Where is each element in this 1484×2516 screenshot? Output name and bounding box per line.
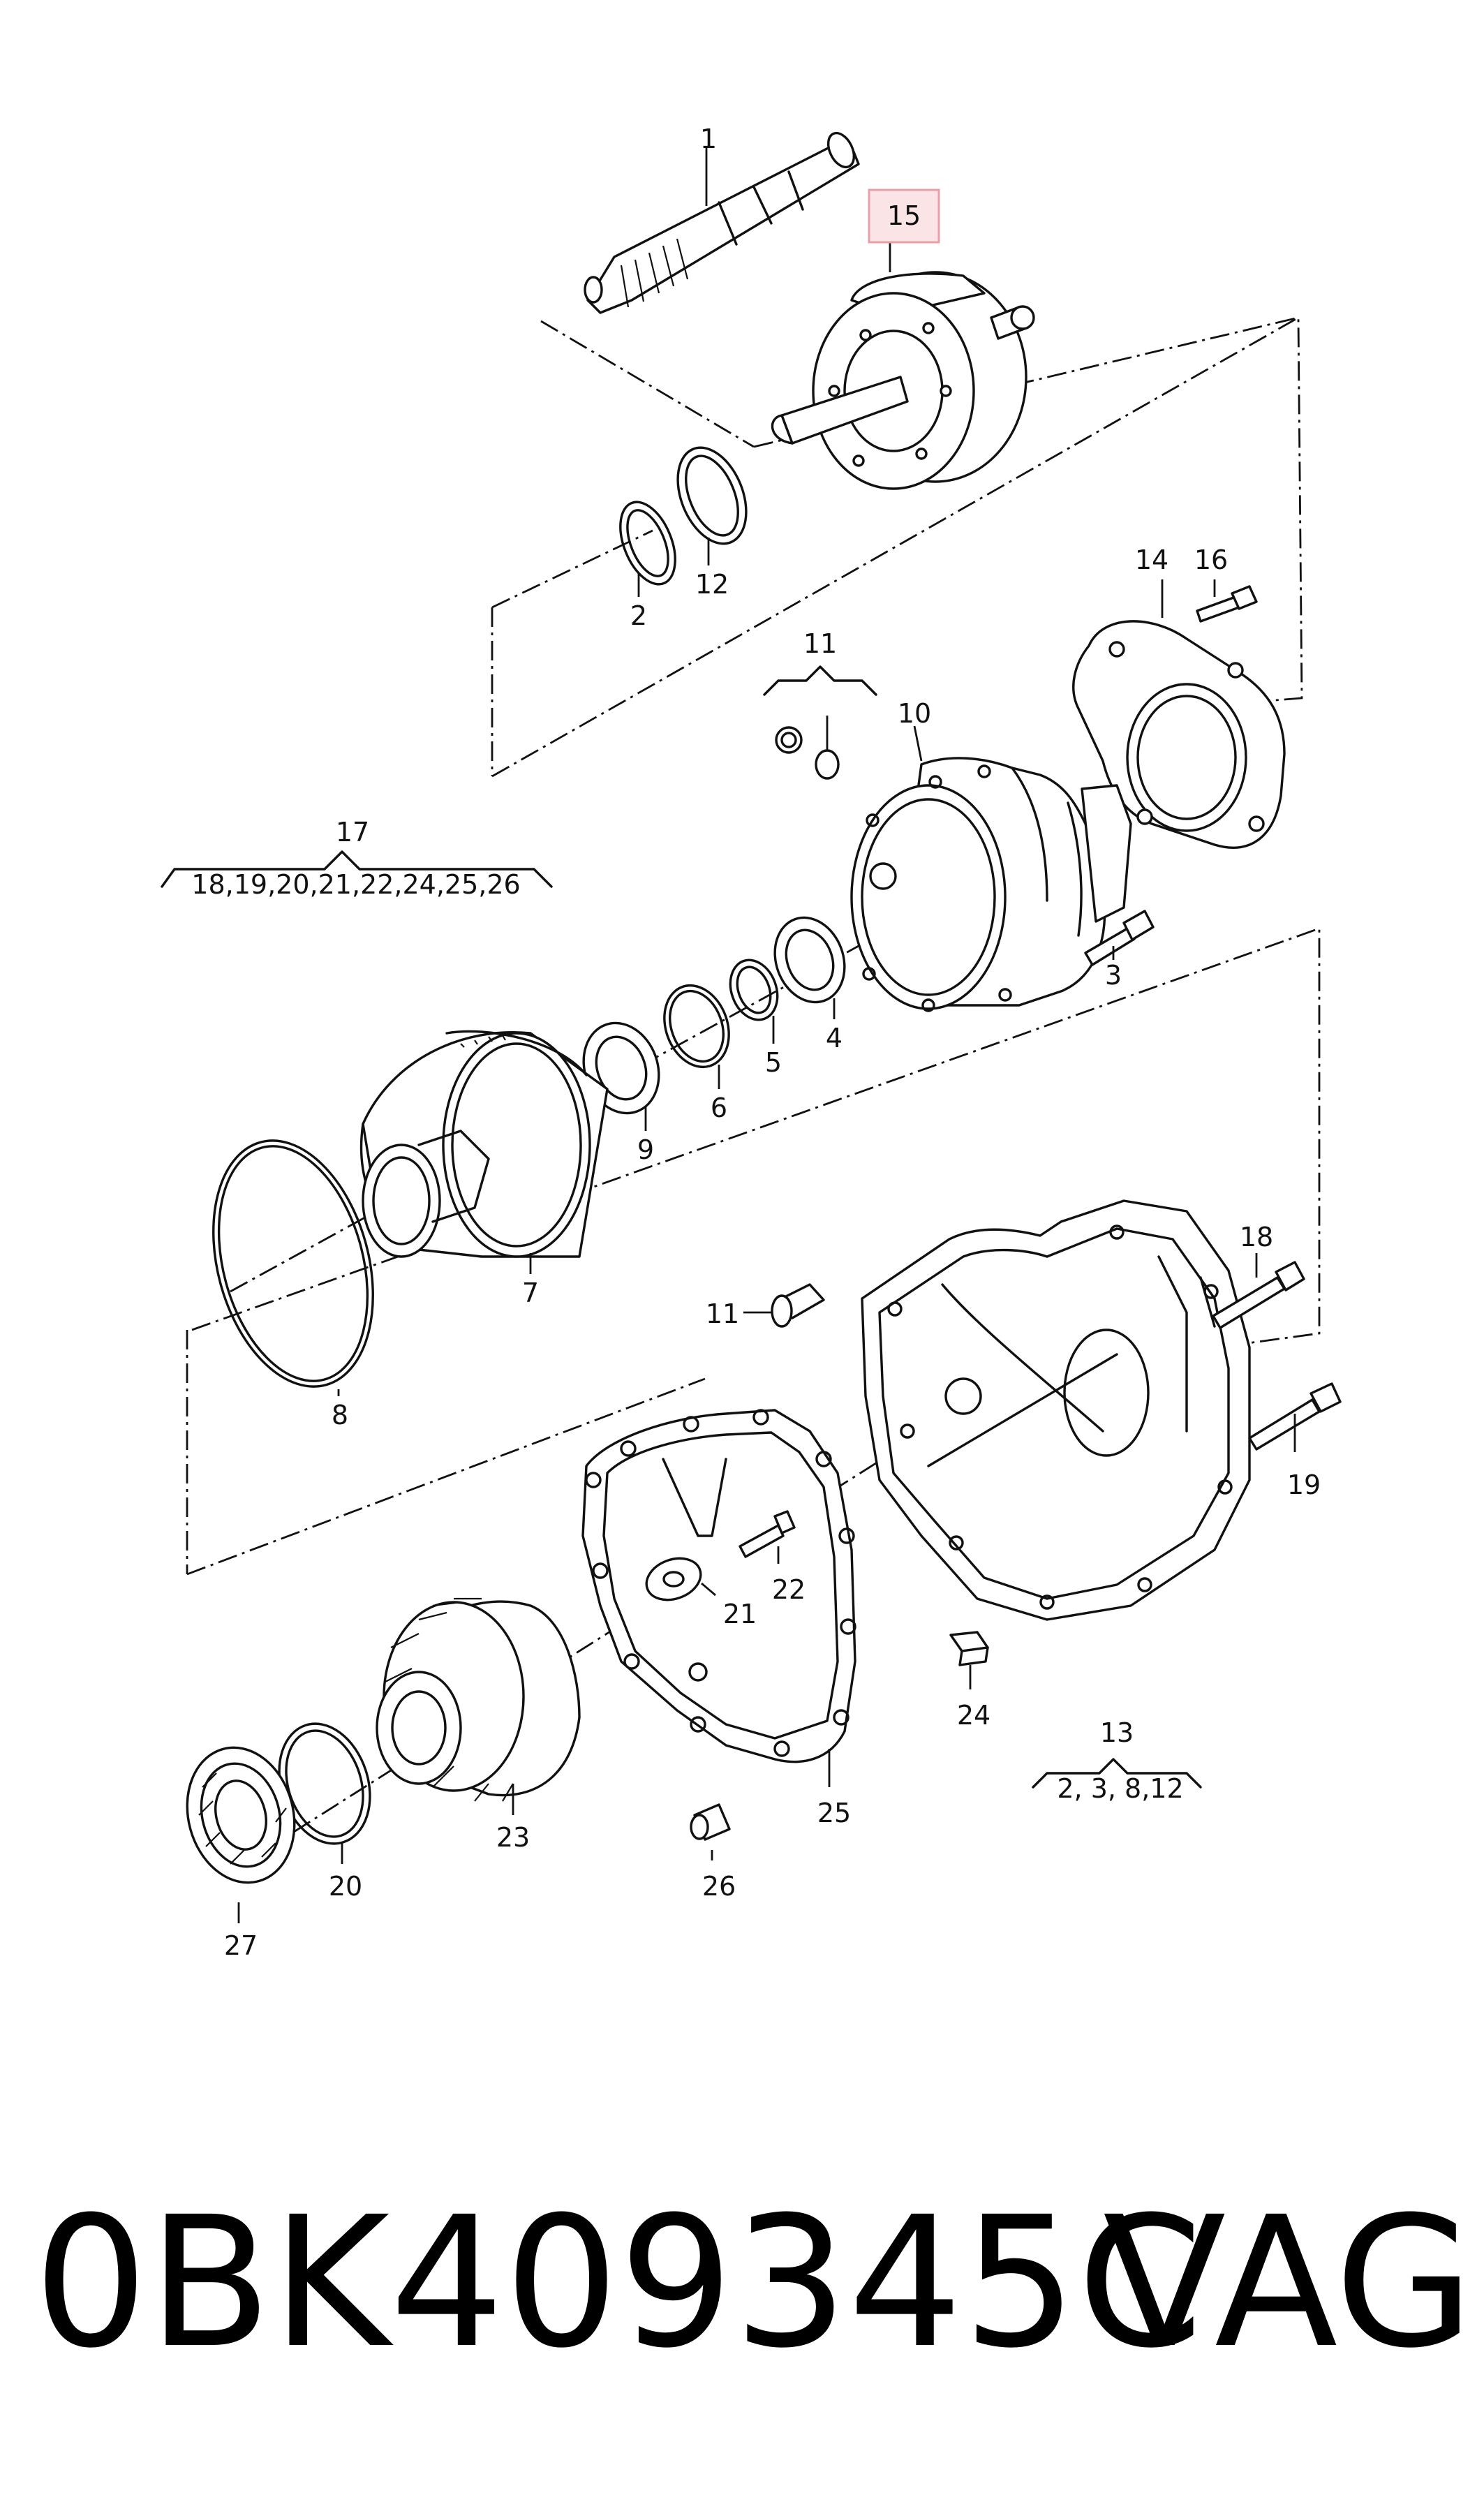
callout-12: 12 [695,569,729,600]
callout-8: 8 [332,1400,348,1430]
transfer-case-body [861,1199,1251,1621]
part-8-o-ring [212,1139,374,1388]
part-5-ring [729,959,779,1021]
callout-17: 17 [336,817,369,848]
callout-2: 2 [630,600,647,631]
part-24-key [949,1631,989,1666]
callout-9: 9 [637,1134,654,1165]
brand-name: VAG [1103,2178,1474,2388]
part-caption: 0BK409345C VAG [0,2171,1484,2395]
callout-26: 26 [702,1871,736,1902]
callout-22: 22 [772,1574,806,1605]
part-6-ring [663,984,730,1069]
part-12-ring [676,446,748,545]
group-bracket-17 [161,850,553,888]
part-23-gear [376,1597,581,1802]
part-10-housing [850,757,1132,1012]
part-26-sleeve [690,1803,731,1841]
callout-7: 7 [522,1278,539,1308]
part-number: 0BK409345C [34,2178,1203,2388]
callout-leaders [237,148,1296,1923]
callout-3: 3 [1105,960,1122,991]
part-7-drum [359,1030,609,1258]
callout-18: 18 [1240,1222,1273,1252]
callout-19: 19 [1287,1470,1321,1500]
highlight-box-15 [868,188,940,244]
callout-20: 20 [329,1871,362,1902]
callout-6: 6 [711,1093,727,1123]
callout-23: 23 [496,1822,530,1853]
group-13-items: 2, 3, 8,12 [1057,1773,1183,1804]
callout-15: 15 [887,200,921,231]
part-1-shaft [584,131,860,314]
callout-11-lower: 11 [706,1298,739,1329]
part-3-bolt [1084,910,1155,966]
part-16-bolt [1196,585,1258,623]
part-27-roller-bearing [186,1746,296,1884]
callout-27: 27 [224,1930,258,1961]
callout-16: 16 [1194,545,1228,575]
part-21-washer [645,1557,702,1601]
callout-10: 10 [898,698,931,729]
part-11-plug-lower [771,1283,825,1328]
callout-labels: 1 15 2 12 14 16 11 10 17 18,19,20,21,22,… [191,124,1321,1961]
part-11-plug-upper [775,726,840,780]
part-15-hub-assembly [771,271,1035,490]
part-18-bolt [1212,1261,1305,1329]
part-4-bearing [773,916,846,1004]
callout-5: 5 [765,1047,782,1078]
callout-13: 13 [1100,1717,1134,1748]
part-25-cover-plate [581,1409,856,1763]
part-22-bolt [739,1510,796,1558]
group-bracket-13 [1032,1758,1202,1789]
callout-21: 21 [723,1599,757,1629]
part-19-bolt [1248,1382,1342,1451]
callout-14: 14 [1135,545,1168,575]
group-17-items: 18,19,20,21,22,24,25,26 [191,869,520,900]
callout-1: 1 [700,124,717,154]
callout-24: 24 [957,1700,990,1731]
callout-25: 25 [817,1798,851,1828]
callout-4: 4 [826,1023,843,1053]
group-bracket-11 [763,665,877,696]
callout-11-upper: 11 [803,628,837,659]
part-2-ring [619,501,676,586]
part-14-flange-cover [1072,620,1286,849]
